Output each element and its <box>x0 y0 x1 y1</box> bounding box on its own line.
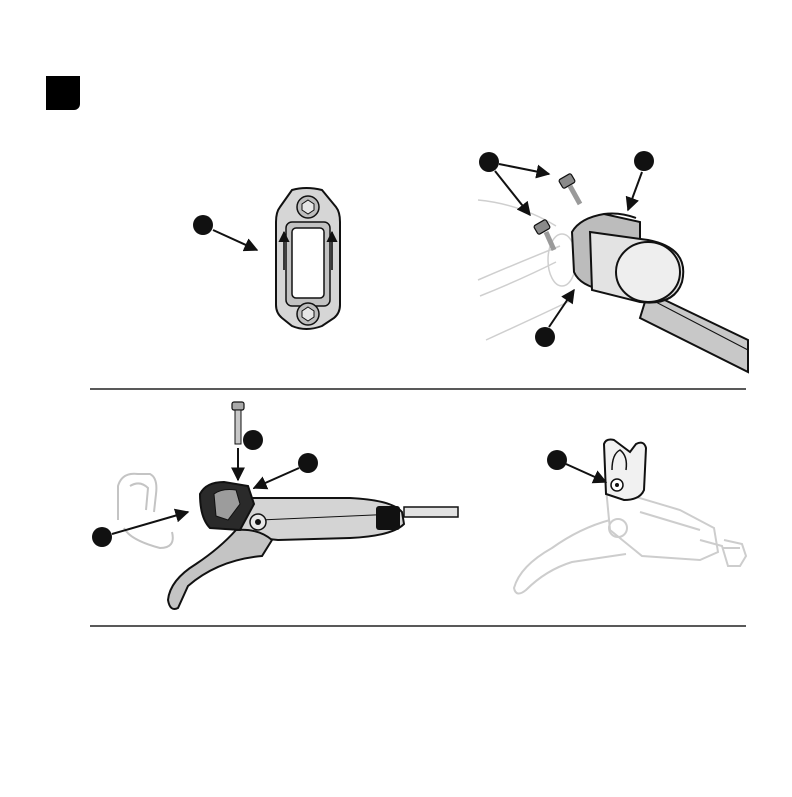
callout-arrow <box>213 230 257 250</box>
bolt-upper <box>558 173 580 204</box>
bolt-bottom <box>297 303 319 325</box>
callout-arrow <box>495 171 530 215</box>
callout-marker <box>547 450 567 470</box>
callout-marker <box>298 453 318 473</box>
brake-hose <box>404 507 458 517</box>
panel-lever-assembly <box>92 402 458 609</box>
lever-pivot <box>250 514 266 530</box>
mounted-clamp <box>604 440 646 501</box>
callout-arrow <box>566 464 606 482</box>
callout-marker <box>243 430 263 450</box>
clamp-bolt <box>232 402 244 444</box>
panel-lever-installed <box>514 440 746 594</box>
callout-marker <box>634 151 654 171</box>
callout-marker <box>92 527 112 547</box>
callout-marker <box>535 327 555 347</box>
callout-arrow <box>112 512 188 534</box>
panel-bar-mount <box>478 151 748 372</box>
ghost-brake-body <box>478 200 576 340</box>
step-badge <box>46 76 80 110</box>
callout-arrow <box>499 164 549 174</box>
handlebar <box>640 292 748 372</box>
callout-arrow <box>628 172 642 210</box>
callout-marker <box>193 215 213 235</box>
ghost-lever <box>514 488 746 594</box>
bar-cylinder <box>590 232 683 303</box>
panel-clamp-insert <box>193 188 340 329</box>
lever-blade <box>168 530 272 609</box>
ghost-clamp <box>118 474 173 548</box>
callout-arrow <box>254 468 299 488</box>
callout-marker <box>479 152 499 172</box>
bolt-top <box>297 196 319 218</box>
